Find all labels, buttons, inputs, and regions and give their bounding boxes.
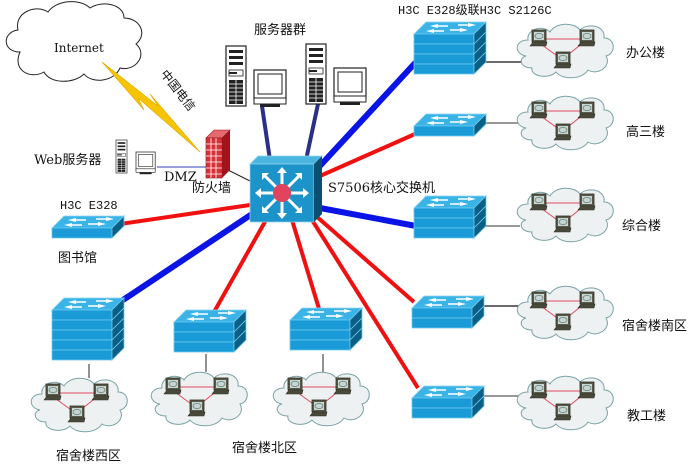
lan-complex <box>517 188 613 242</box>
switch-complex[interactable] <box>413 195 487 239</box>
link-server2-core <box>304 103 320 161</box>
link-server1-core <box>260 105 272 161</box>
building-label-office: 办公楼 <box>626 46 665 61</box>
library-switch-model: H3C E328 <box>60 199 118 213</box>
switch-office[interactable] <box>413 21 487 75</box>
firewall-label: 防火墙 <box>192 180 231 196</box>
link-core-dorm-south <box>314 214 416 304</box>
lan-dorm-north-2 <box>273 372 369 426</box>
link-core-library <box>119 203 251 226</box>
switch-library[interactable] <box>51 215 125 239</box>
dmz-label: DMZ <box>164 170 197 185</box>
lan-teacher <box>517 376 613 430</box>
core-switch-label: S7506核心交换机 <box>328 180 435 196</box>
lan-dorm-west <box>31 378 127 432</box>
lan-senior3 <box>517 96 613 150</box>
link-core-dorm-west <box>118 211 254 305</box>
link-core-complex <box>319 205 417 229</box>
switch-dorm-west[interactable] <box>51 297 125 361</box>
server-1 <box>225 45 287 108</box>
lan-dorm-south <box>517 286 613 340</box>
server-group-label: 服务器群 <box>254 22 306 38</box>
building-label-senior3: 高三楼 <box>626 124 665 140</box>
cascade-note: H3C E328级联H3C S2126C <box>398 3 552 18</box>
internet-label: Internet <box>54 41 104 55</box>
switch-senior3[interactable] <box>413 113 487 137</box>
building-label-teacher: 教工楼 <box>627 408 666 424</box>
building-label-complex: 综合楼 <box>622 219 661 234</box>
lan-office <box>517 24 613 78</box>
isp-label: 中国电信 <box>158 67 199 114</box>
building-label-dorm-south: 宿舍楼南区 <box>622 318 687 334</box>
web-server <box>115 139 156 175</box>
server-group <box>225 43 367 108</box>
lan-dorm-north-1 <box>151 372 247 426</box>
internet-cloud: Internet <box>5 1 143 82</box>
links <box>88 59 524 397</box>
isp-lightning-icon <box>101 61 201 153</box>
building-label-library: 图书馆 <box>58 251 97 266</box>
building-label-dorm-north: 宿舍楼北区 <box>232 440 297 456</box>
link-core-teacher <box>310 218 420 390</box>
link-core-dorm-north-1 <box>212 219 268 313</box>
link-core-dorm-north-2 <box>290 219 322 313</box>
web-server-label: Web服务器 <box>34 152 101 168</box>
switch-dorm-north-2[interactable] <box>289 307 363 351</box>
switch-dorm-north-1[interactable] <box>173 309 247 353</box>
firewall-icon <box>205 129 231 179</box>
switch-dorm-south[interactable] <box>411 295 485 329</box>
server-2 <box>305 43 367 106</box>
switch-teacher[interactable] <box>411 385 485 419</box>
building-label-dorm-west: 宿舍楼西区 <box>56 448 121 464</box>
link-core-office <box>315 59 419 171</box>
link-core-senior3 <box>319 132 416 178</box>
core-switch-icon[interactable] <box>249 155 323 223</box>
